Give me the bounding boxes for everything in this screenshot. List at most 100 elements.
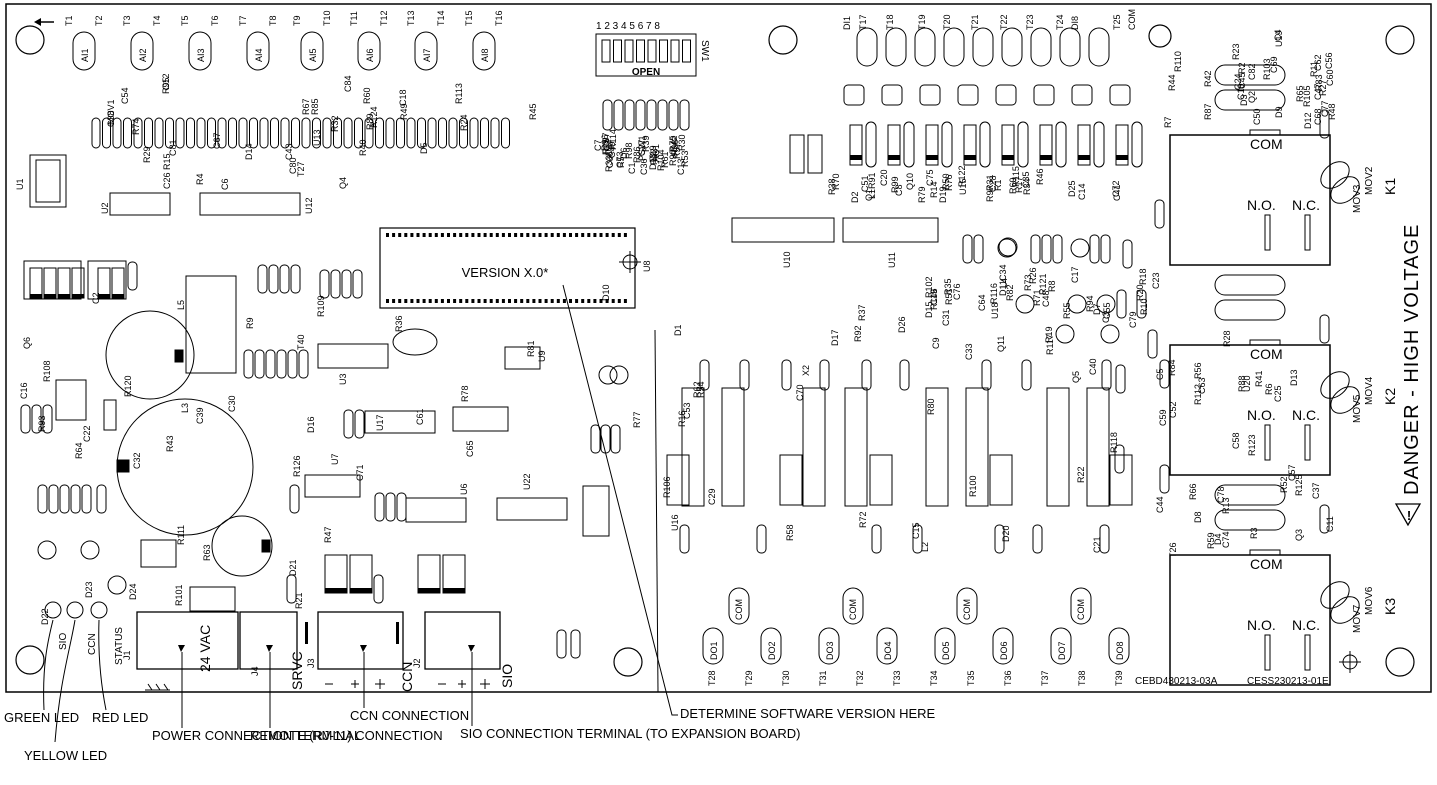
component-ref: R77 [632, 411, 642, 428]
chip-pin [453, 233, 457, 237]
component-ref: R4 [195, 173, 205, 185]
diode [57, 267, 71, 299]
resistor [480, 117, 489, 149]
component-ref: R75 [668, 135, 678, 152]
relay-terminal-label: T23 [1025, 14, 1035, 30]
relay-nc-pin [1304, 424, 1311, 461]
bottom-com-label: COM [848, 599, 858, 620]
relay-nc-pin [1304, 634, 1311, 671]
component-ref: C50 [1252, 108, 1262, 125]
u9-label: U9 [537, 350, 547, 362]
resistor [899, 359, 910, 391]
component-ref: C60 [1325, 69, 1335, 86]
component-ref: C10 [1236, 83, 1246, 100]
component-ref: L1 [867, 189, 877, 199]
relay-nc-label: N.C. [1292, 617, 1320, 633]
yellow-led-callout: YELLOW LED [24, 748, 107, 763]
board-serial-number: CESS230213-01E [1247, 676, 1329, 687]
diode [1039, 124, 1053, 166]
component-ref: R16 [677, 410, 687, 427]
component-ref: R61 [660, 151, 670, 168]
discrete-output-label: DO4 [883, 641, 893, 660]
component-ref: C23 [1151, 272, 1161, 289]
component-ref: R56 [1193, 362, 1203, 379]
resistor [312, 117, 321, 149]
component-ref: R32 [330, 115, 340, 132]
terminal-oval [956, 587, 978, 625]
u2-label: U2 [100, 202, 110, 214]
diode [807, 134, 823, 174]
resistor [374, 492, 385, 522]
diode-pair [349, 554, 373, 594]
component-ref: R38 [827, 178, 837, 195]
polarity-marks [325, 679, 385, 689]
relay-com-pin [1249, 129, 1281, 136]
component-ref: C17 [1070, 266, 1080, 283]
red-led-callout: RED LED [92, 710, 148, 725]
component-ref: R94 [1085, 295, 1095, 312]
terminal-label: T16 [494, 10, 504, 26]
dip-switch: 1 2 3 4 5 6 7 8 OPEN SW1 [595, 21, 710, 78]
chip-pin [434, 299, 438, 303]
component-ref: T27 [296, 161, 306, 177]
terminal-label: T9 [292, 15, 302, 26]
component-ref: D3 [1239, 94, 1249, 106]
resistor [127, 261, 138, 291]
component-ref: C6 [220, 178, 230, 190]
component-ref: R66 [1188, 483, 1198, 500]
diode-pair [417, 554, 441, 594]
chip-pin [605, 233, 609, 237]
component-ref: R46 [1035, 168, 1045, 185]
chip-pin [599, 299, 603, 303]
resistor [438, 117, 447, 149]
component-ref: D12 [1303, 112, 1313, 129]
component-ref: C35 [1021, 171, 1031, 188]
component-ref: T40 [296, 334, 306, 350]
analog-input-label: AI2 [138, 48, 148, 62]
resistor [1101, 359, 1112, 391]
transistor [107, 575, 127, 595]
resistor [657, 99, 668, 131]
component-ref: R115 [1011, 166, 1021, 187]
component-ref: C53 [682, 402, 692, 419]
u7-label: U7 [330, 453, 340, 465]
component-ref: C1 [627, 162, 637, 174]
resistor [646, 99, 657, 131]
ccn-callout: CCN CONNECTION [350, 708, 469, 723]
resistor [406, 117, 416, 149]
component-ref: R20 [1135, 284, 1145, 301]
relay-terminal-label: T17 [858, 14, 868, 30]
component-ref: R21 [294, 592, 304, 609]
terminal-oval [300, 31, 324, 71]
terminal-oval [702, 627, 724, 665]
component-ref: L3 [180, 403, 190, 413]
chip-pin [538, 233, 542, 237]
chip-pin [453, 299, 457, 303]
callouts: GREEN LED YELLOW LED RED LED POWER CONNE… [4, 706, 936, 763]
chip-pin [514, 233, 518, 237]
component-ref: R83 [1314, 74, 1324, 91]
transistor [609, 365, 629, 385]
resistor [962, 234, 973, 264]
chip-pin [386, 299, 389, 303]
chip-pin [623, 299, 627, 303]
component-ref: C25 [1273, 385, 1283, 402]
relay-com-label: COM [1250, 136, 1283, 152]
relay-terminal-label: T18 [885, 14, 895, 30]
component-ref: R54 [696, 381, 706, 398]
analog-input-label: AI8 [480, 48, 490, 62]
chip-pin [422, 299, 426, 303]
polarity-marks [438, 679, 490, 689]
diode-pair [442, 554, 466, 594]
chip-pin [422, 233, 426, 237]
resistor [343, 409, 354, 439]
u22-label: U22 [522, 473, 532, 490]
component-ref: R14 [929, 181, 939, 198]
component-ref: C41 [1112, 184, 1122, 201]
component-ref: D8 [1193, 511, 1203, 523]
mov-component [1330, 176, 1360, 204]
bottom-terminal-label: T38 [1077, 670, 1087, 686]
component-ref: C30 [227, 395, 237, 412]
component-ref: R39 [641, 135, 651, 152]
